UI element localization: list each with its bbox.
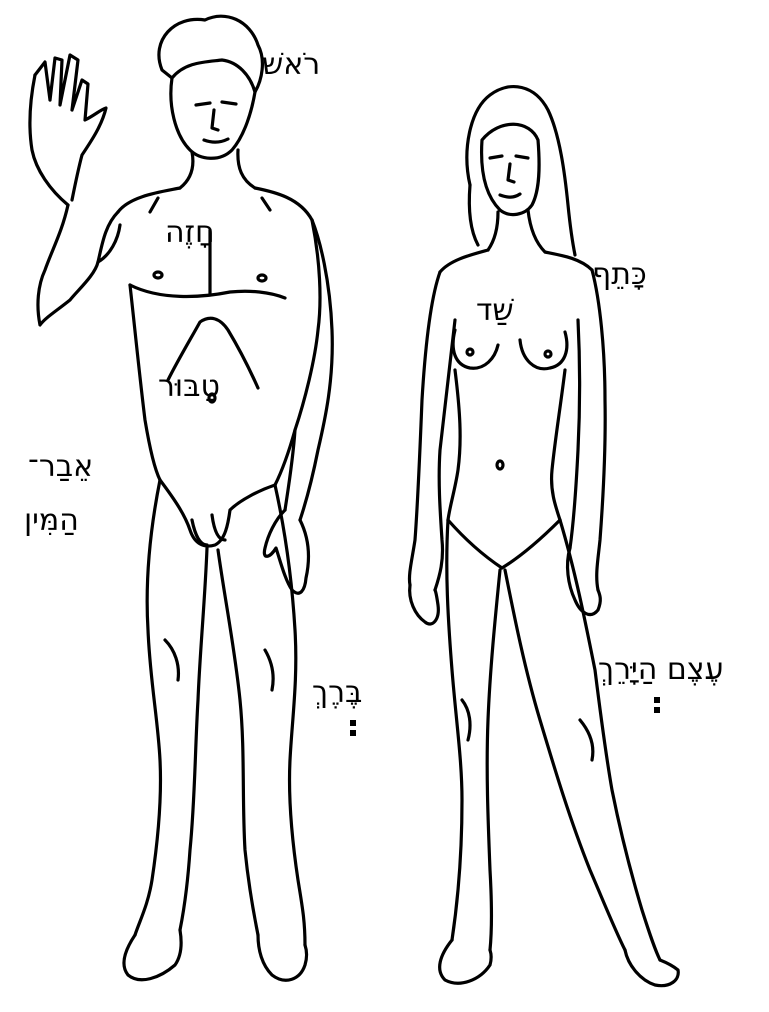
label-head: רֹאשׁ xyxy=(262,50,320,80)
female-figure xyxy=(409,87,678,986)
male-left-foot xyxy=(124,930,181,980)
label-breast: שַׁד xyxy=(476,296,514,326)
male-left-leg xyxy=(135,480,161,935)
female-left-leg xyxy=(560,520,660,960)
label-genitals-line2: הַמִּין xyxy=(24,506,79,536)
female-right-foot xyxy=(440,940,491,983)
female-chest xyxy=(453,330,498,368)
label-chest: חָזֶה xyxy=(165,218,215,248)
female-left-foot xyxy=(625,950,678,986)
label-genitals-line1: אֵבַר־ xyxy=(28,452,93,482)
male-hair xyxy=(159,16,262,92)
male-figure xyxy=(30,16,332,980)
knee-label-dots xyxy=(350,720,356,736)
female-right-arm xyxy=(409,272,440,585)
label-navel: טַבּוּר xyxy=(158,372,220,402)
label-knee: בֶּרֶךְ xyxy=(312,678,362,708)
label-femur: עֶצֶם הַיָּרֵךְ xyxy=(598,655,724,685)
male-raised-arm xyxy=(38,205,118,325)
female-left-arm xyxy=(592,270,605,590)
female-right-leg xyxy=(447,520,462,940)
femur-label-dots xyxy=(654,697,660,713)
label-shoulder: כָּתֵף xyxy=(592,260,647,290)
male-chest xyxy=(130,285,285,298)
